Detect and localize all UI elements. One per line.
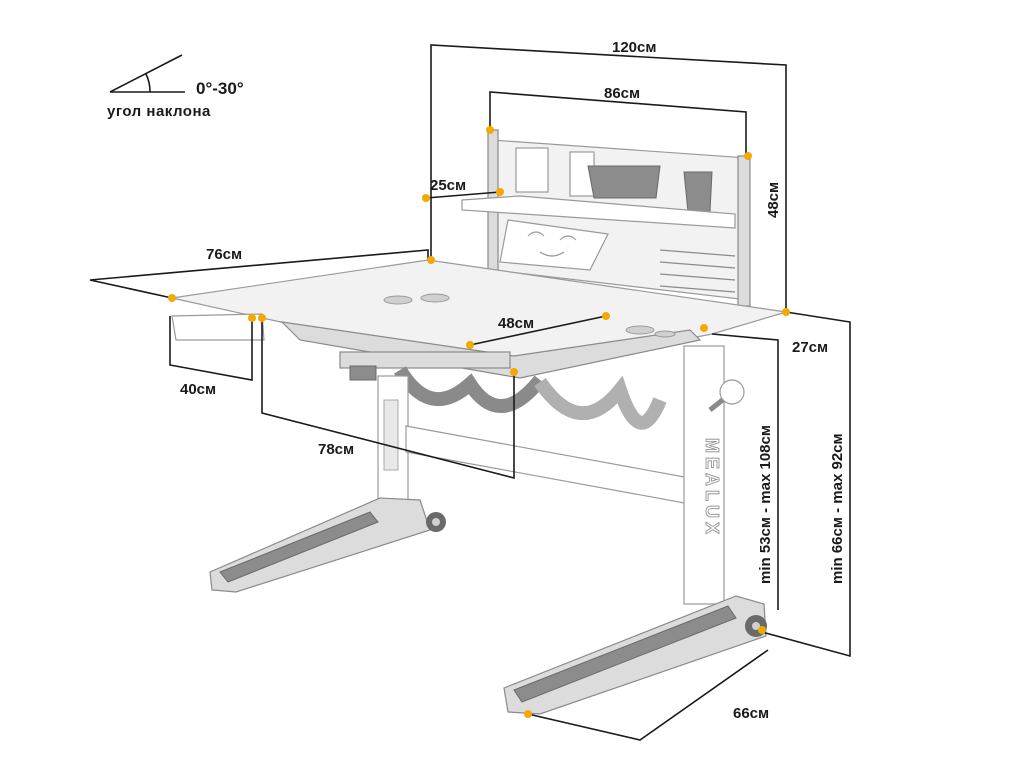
- tilt-depth-label: 48см: [498, 315, 534, 332]
- desk-illustration: MEALUX: [171, 129, 787, 715]
- tilt-range-label: 0°-30°: [196, 79, 244, 98]
- dimension-markers: [168, 126, 790, 718]
- book-stand: [499, 219, 609, 271]
- base-depth-label: 66см: [733, 705, 769, 722]
- front-frame-bar: [339, 351, 511, 369]
- brand-label: MEALUX: [702, 438, 722, 538]
- height-handle: [349, 365, 377, 381]
- height-crank: [719, 379, 745, 405]
- depth-fixed-label: 27см: [792, 339, 828, 356]
- width-total-label: 120см: [612, 39, 656, 56]
- shelf-depth-label: 25см: [430, 177, 466, 194]
- leg-right: [683, 345, 725, 605]
- hutch-shelf: [461, 195, 736, 229]
- height-standing-label: min 53см - max 108см: [757, 425, 774, 584]
- shelf-width-label: 86см: [604, 85, 640, 102]
- tilt-mechanism: [393, 366, 546, 413]
- tilt-width-label: 78см: [318, 441, 354, 458]
- tilt-caption: угол наклона: [107, 103, 211, 120]
- shelf-height-label: 48см: [765, 182, 782, 218]
- height-desk-label: min 66см - max 92см: [829, 433, 846, 584]
- cross-beam: [405, 425, 691, 505]
- tilt-angle-icon: [109, 54, 185, 93]
- depth-total-label: 76см: [206, 246, 242, 263]
- dimension-lines: [89, 44, 851, 741]
- drawer-label: 40см: [180, 381, 216, 398]
- organizer-tray-small: [683, 171, 713, 213]
- book-holder-left: [515, 147, 549, 193]
- hutch-post-right: [737, 155, 751, 307]
- organizer-tray-large: [587, 165, 661, 199]
- side-drawer: [171, 313, 265, 341]
